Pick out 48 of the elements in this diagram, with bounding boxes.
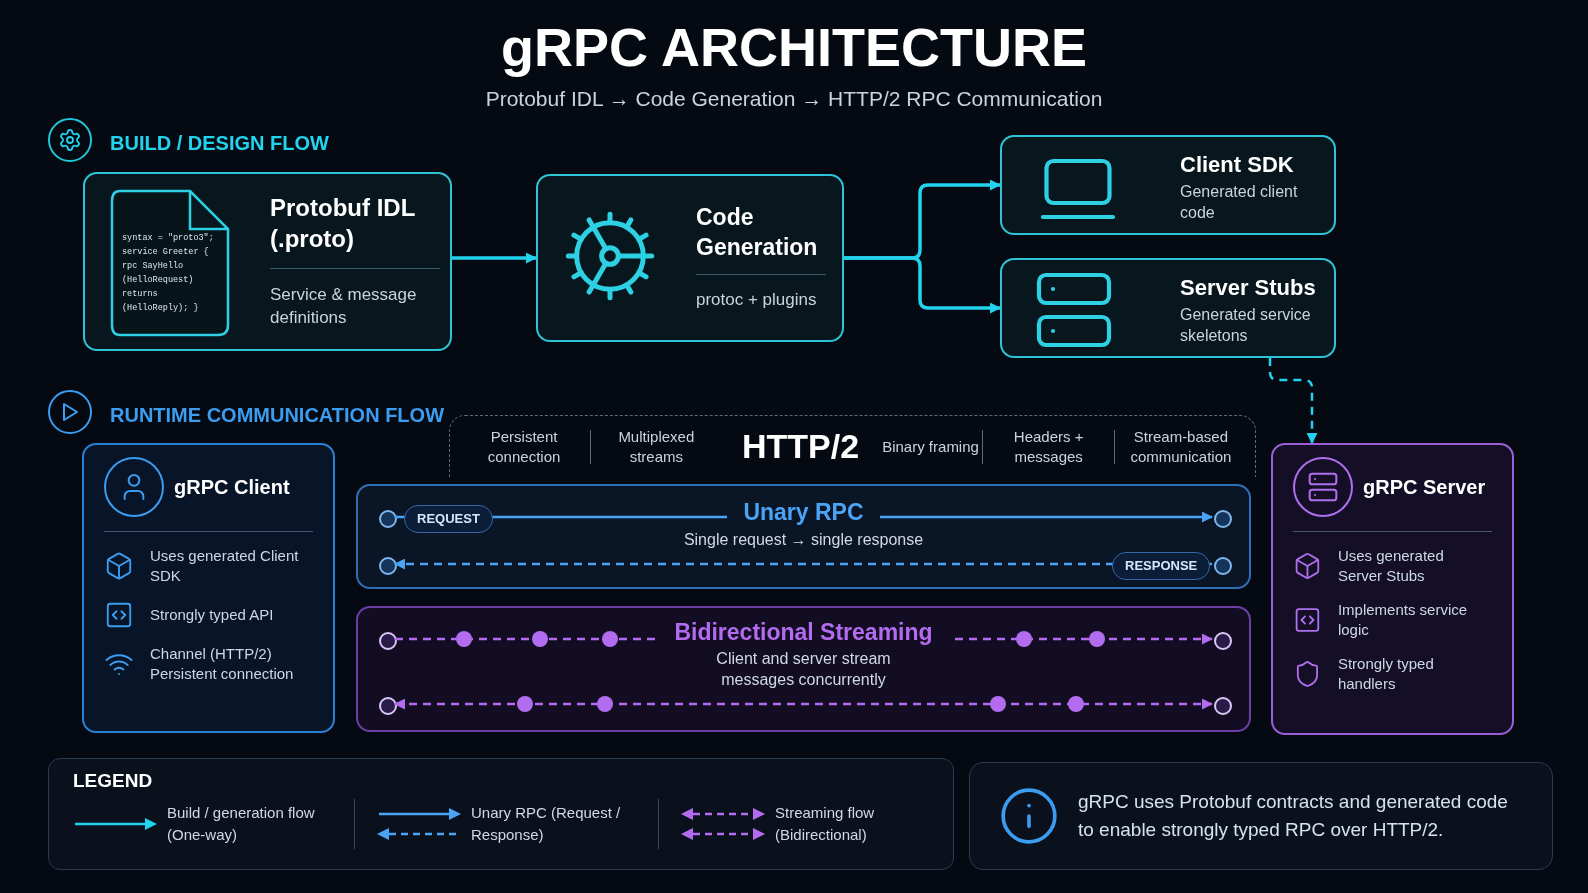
feature-text: Implements service logic [1337, 600, 1469, 640]
info-text: gRPC uses Protobuf contracts and generated code to enable strongly typed RPC over HTTP/2. [1078, 790, 1509, 842]
card-description: Service & message definitions [270, 284, 418, 329]
protocol-feature: Stream-based communication [1129, 426, 1233, 467]
legend-text: Build / generation flow (One-way) [167, 803, 316, 845]
legend-text: Streaming flow (Bidirectional) [775, 803, 876, 845]
card-title: gRPC Server [1363, 475, 1486, 500]
card-description: Generated service skeletons [1180, 305, 1312, 346]
protocol-band [449, 415, 1256, 477]
streaming-panel [356, 606, 1251, 732]
card-description: protoc + plugins [696, 289, 818, 311]
legend-heading: LEGEND [73, 769, 153, 793]
feature-text: Channel (HTTP/2) Persistent connection [150, 644, 295, 684]
edge-label: RESPONSE [1112, 552, 1211, 580]
edge-label: REQUEST [404, 505, 493, 533]
card-title: Protobuf IDL (.proto) [270, 193, 416, 254]
dashed-arrow [394, 698, 1213, 710]
protocol-feature: Headers + messages [1012, 426, 1085, 467]
protocol-feature: Persistent connection [486, 426, 562, 467]
card-title: Code Generation [696, 203, 819, 262]
output-card [1000, 258, 1336, 358]
card-title: gRPC Client [174, 475, 290, 500]
card-title: Client SDK [1180, 151, 1295, 179]
server-card [1271, 443, 1514, 735]
info-panel [969, 762, 1553, 870]
client-card [82, 443, 335, 733]
legend-text: Unary RPC (Request / Response) [471, 803, 622, 845]
feature-text: Strongly typed API [150, 605, 275, 625]
protocol-feature: Multiplexed streams [617, 426, 696, 467]
feature-text: Uses generated Server Stubs [1337, 546, 1445, 586]
output-card [1000, 135, 1336, 235]
protocol-title: HTTP/2 [740, 426, 861, 467]
arrow [844, 256, 1001, 314]
code-snippet: syntax = "proto3"; service Greeter { rpc SayHello (HelloRequest) returns (HelloReply); } [122, 232, 215, 315]
feature-text: Uses generated Client SDK [150, 546, 300, 586]
card-title: Server Stubs [1180, 274, 1317, 302]
section-heading: BUILD / DESIGN FLOW [110, 131, 329, 156]
arrow [452, 252, 537, 264]
diagram-title: gRPC ARCHITECTURE [501, 16, 1087, 79]
protocol-feature: Binary framing [882, 436, 979, 457]
feature-text: Strongly typed handlers [1337, 654, 1435, 694]
panel-description: Single request → single response [683, 530, 924, 550]
process-card [536, 174, 844, 342]
subtitle: Protobuf IDL → Code Generation → HTTP/2 RPC Communication [485, 86, 1103, 112]
section-heading: RUNTIME COMMUNICATION FLOW [110, 403, 445, 428]
card-description: Generated client code [1180, 182, 1299, 223]
rpc-panel [356, 484, 1251, 589]
process-card [83, 172, 452, 351]
